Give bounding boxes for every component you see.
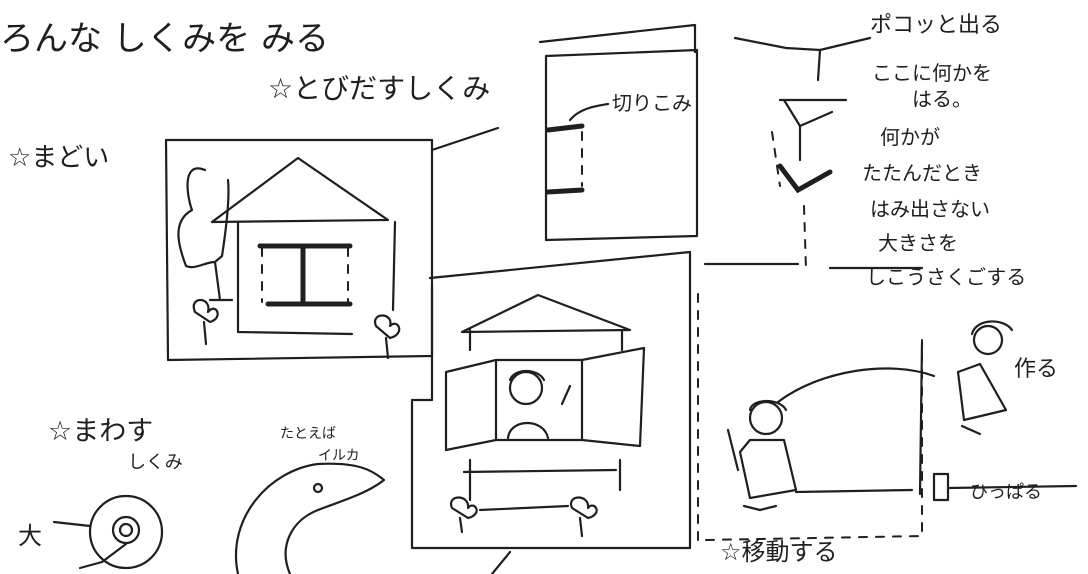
label-kirikomi: 切りこみ — [612, 91, 692, 115]
heading-idou: ☆移動する — [720, 538, 838, 566]
note-5: しこうさくごする — [866, 265, 1026, 289]
label-tatoeba-1: たとえば — [280, 426, 336, 442]
label-dai: 大 — [18, 522, 42, 550]
heading-tobidasu: ☆とびだすしくみ — [268, 72, 490, 105]
note-3: はみ出さない — [870, 197, 990, 221]
note-4: 大きさを — [878, 231, 958, 255]
label-tatoeba-2: イルカ — [318, 448, 360, 464]
heading-madoi: ☆まどい — [8, 143, 109, 173]
label-pokotto: ポコッと出る — [870, 13, 1002, 38]
heading-mawasu: ☆まわす — [48, 416, 153, 447]
label-koko-2: はる。 — [912, 87, 972, 111]
rotating-sketch: 大 たとえば イルカ — [18, 426, 512, 574]
label-tsukuru: 作る — [1014, 357, 1058, 382]
page-title: ろんな しくみを みる — [0, 19, 329, 59]
label-hipparu: ひっぱる — [970, 482, 1042, 503]
window-sketch — [164, 126, 500, 362]
heading-mawasu-sub: しくみ — [128, 452, 183, 473]
house-doors-sketch — [410, 250, 692, 550]
label-koko-1: ここに何かを — [872, 61, 992, 85]
popup-sketch: 切りこみ ポコッと出る ここに何かを はる。 何かが たたんだとき はみ出さない… — [538, 13, 1026, 289]
moving-sketch: 作る ひっぱる — [697, 293, 1078, 541]
note-2: たたんだとき — [862, 161, 982, 185]
note-1: 何かが — [880, 125, 940, 149]
